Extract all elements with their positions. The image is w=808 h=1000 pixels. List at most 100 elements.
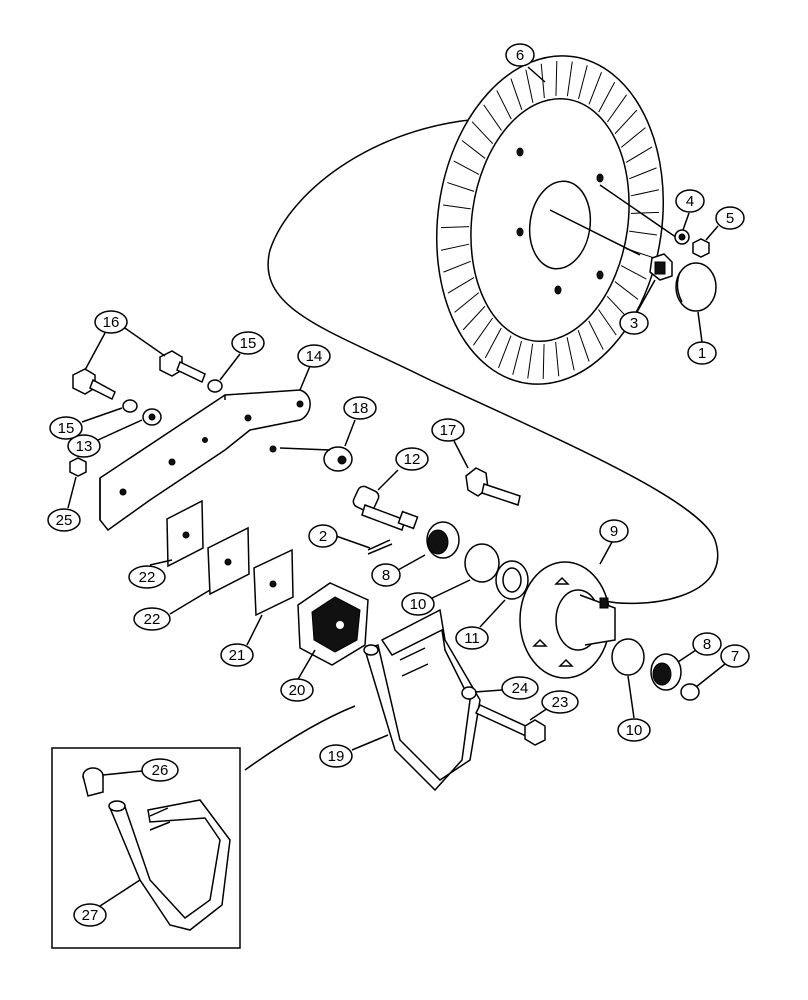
callout-5: 5 [705,206,745,241]
svg-text:10: 10 [626,722,643,739]
callout-21: 21 [220,614,263,667]
disc-blade [435,55,681,385]
disc-serration [484,327,502,359]
disc-serration [498,335,512,368]
svg-text:4: 4 [686,193,694,210]
svg-text:22: 22 [139,569,156,586]
svg-text:21: 21 [229,647,246,664]
svg-text:24: 24 [512,680,529,697]
assembly-loop-line [267,117,719,605]
callout-1: 1 [687,311,717,365]
callout-7: 7 [695,644,750,688]
svg-text:19: 19 [328,748,345,765]
inset-cap [82,767,104,797]
disc-serration [614,109,638,135]
svg-text:27: 27 [82,907,99,924]
callout-8a: 8 [371,554,426,587]
disc-serrations [440,61,660,379]
svg-text:26: 26 [152,762,169,779]
disc-serration [441,243,470,251]
svg-text:13: 13 [76,438,93,455]
svg-text:10: 10 [410,596,427,613]
svg-text:15: 15 [58,420,75,437]
disc-serration [453,160,480,175]
svg-text:7: 7 [731,648,739,665]
bearing-cup [611,638,645,676]
disc-serration [614,281,639,300]
callout-13: 13 [67,419,143,458]
spacer [279,446,353,472]
callout-26: 26 [102,758,179,782]
washer [461,686,477,700]
disc-serration [630,211,660,214]
svg-text:14: 14 [306,348,323,365]
bolt [72,368,116,401]
callout-9: 9 [599,519,629,565]
svg-text:9: 9 [610,523,618,540]
callout-18: 18 [343,396,377,447]
svg-text:20: 20 [289,682,306,699]
bolt [474,704,546,746]
disc-serration [527,343,534,379]
svg-text:17: 17 [440,422,457,439]
callout-8b: 8 [677,632,722,663]
callout-27: 27 [73,879,141,927]
disc-serration [555,61,558,96]
hub-nut [649,253,673,281]
inset-scraper-tube [108,799,231,931]
disc-serration [440,226,470,229]
disc-serration [588,320,604,350]
disc-serration [588,72,602,105]
svg-text:2: 2 [319,528,327,545]
svg-text:1: 1 [698,345,706,362]
svg-text:11: 11 [464,630,480,647]
disc-serration [447,277,475,294]
svg-text:25: 25 [56,512,73,529]
disc-serration [566,337,575,371]
svg-text:23: 23 [552,694,569,711]
svg-text:5: 5 [726,210,734,227]
disc-serration [555,341,560,377]
disc-serration [461,140,486,159]
washer [680,683,700,701]
seal [495,560,529,600]
disc-serration [462,305,486,331]
mount-block [297,582,369,666]
callout-22a: 22 [128,559,173,589]
disc-serration [625,146,653,163]
callout-15b: 15 [219,331,265,381]
callout-14: 14 [297,344,331,391]
callout-19: 19 [319,734,389,768]
disc-serration [620,265,647,280]
svg-text:16: 16 [103,314,120,331]
svg-text:15: 15 [240,335,257,352]
inset-pointer [244,705,356,771]
bolt [159,350,206,384]
disc-serration [454,292,480,313]
spindle [352,485,419,531]
disc-serration [442,204,471,210]
callout-11: 11 [455,599,506,650]
callout-10b: 10 [617,675,651,742]
hub-bolt [465,467,521,506]
disc-serration [607,94,627,123]
dust-cap [675,262,717,312]
hub [519,561,616,679]
disc-serration [473,317,493,346]
callout-24: 24 [474,676,539,700]
svg-text:3: 3 [630,315,638,332]
svg-text:12: 12 [404,451,421,468]
disc-serration [598,309,617,336]
callout-2: 2 [308,524,371,549]
bearing-cone [650,653,682,691]
disc-serration [512,340,522,375]
disc-serration [447,182,475,192]
disc-serration [578,65,588,100]
disc-serration [510,78,523,111]
callout-23: 23 [529,690,579,721]
disc-serration [629,167,657,180]
svg-text:8: 8 [703,636,711,653]
callout-6: 6 [505,43,546,83]
disc-serration [630,189,659,197]
